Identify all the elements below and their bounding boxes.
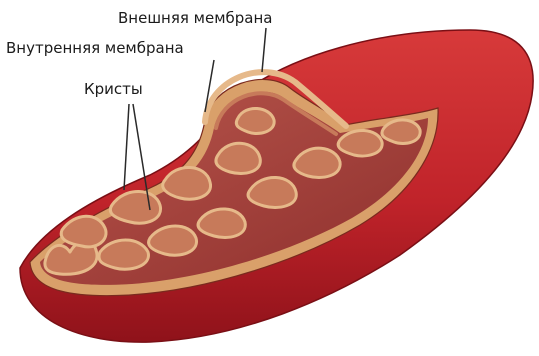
outer-membrane-leader: [262, 28, 266, 72]
crista: [338, 130, 382, 156]
inner-membrane-label: Внутренняя мембрана: [6, 41, 184, 56]
crista: [382, 120, 420, 144]
cristae-leader-left: [124, 104, 129, 190]
crista: [236, 108, 274, 133]
cristae-label: Кристы: [84, 82, 143, 97]
crista: [198, 209, 245, 238]
outer-membrane-label: Внешняя мембрана: [118, 11, 273, 26]
crista: [99, 240, 149, 269]
crista: [216, 143, 260, 173]
